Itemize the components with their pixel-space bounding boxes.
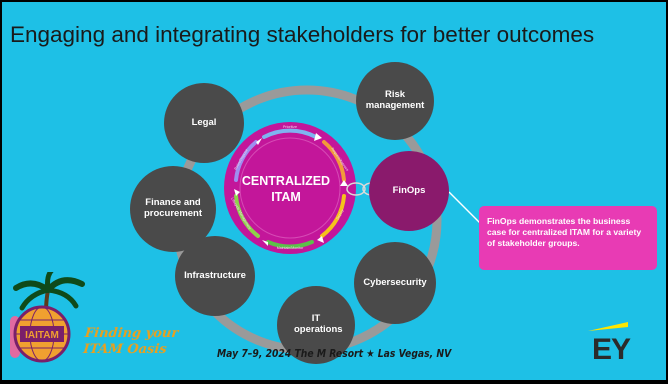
node-cybersecurity: Cybersecurity: [354, 242, 436, 324]
cycle-label-3: Deploy: [336, 208, 345, 220]
slide: Engaging and integrating stakeholders fo…: [2, 2, 666, 380]
arrow-lifecycle: [234, 194, 260, 238]
node-finops-label: FinOps: [392, 184, 426, 196]
event-footer-text: May 7–9, 2024 The M Resort ★ Las Vegas, …: [216, 348, 452, 360]
hub-label: CENTRALIZED ITAM: [224, 174, 348, 205]
node-cyber-label: Cybersecurity: [363, 276, 427, 288]
arrow-retire: [234, 140, 258, 182]
hub-inner-ring: [239, 137, 341, 239]
arrow-deploy: [320, 194, 346, 238]
arrow-request: [322, 140, 346, 182]
iaitam-wordmark: IAITAM: [25, 330, 59, 341]
ey-logo-bar: [588, 322, 628, 331]
event-logo: IAITAM: [10, 272, 85, 363]
ey-logo: EY: [592, 333, 631, 366]
event-footer: May 7–9, 2024 The M Resort ★ Las Vegas, …: [2, 348, 666, 360]
arrow-heads: [234, 133, 348, 246]
node-it-operations: IT operations: [277, 286, 355, 364]
arrow-maintain: [266, 240, 314, 249]
slide-title: Engaging and integrating stakeholders fo…: [10, 22, 595, 47]
cycle-label-4: Maintain/Monitor: [277, 246, 304, 250]
event-tagline-line1: Finding your: [84, 326, 179, 341]
node-legal-label: Legal: [191, 116, 217, 128]
finops-callout: FinOps demonstrates the business case fo…: [479, 206, 657, 270]
node-itops-label: IT operations: [294, 313, 343, 335]
palm-tree-icon: [13, 272, 85, 335]
arrow-prioritize: [262, 128, 318, 139]
node-risk-label: Risk management: [365, 89, 425, 111]
callout-connector: [448, 191, 485, 228]
lifecycle-arrows: [234, 128, 346, 249]
cycle-label-1: Prioritize: [283, 125, 297, 129]
node-legal: Legal: [164, 83, 244, 163]
node-risk-management: Risk management: [356, 62, 434, 140]
itam-hub: [224, 122, 356, 254]
node-finance-label: Finance and procurement: [143, 197, 203, 219]
iaitam-banner: [20, 326, 64, 342]
node-finops: FinOps: [369, 151, 449, 231]
stakeholder-ring: Prioritize Request/Approve Deploy Mainta…: [172, 85, 485, 355]
node-finance-procurement: Finance and procurement: [130, 166, 216, 252]
hub-label-line2: ITAM: [271, 189, 301, 204]
node-infrastructure: Infrastructure: [175, 236, 255, 316]
hub-label-line1: CENTRALIZED: [241, 174, 331, 188]
node-infra-label: Infrastructure: [184, 269, 246, 281]
